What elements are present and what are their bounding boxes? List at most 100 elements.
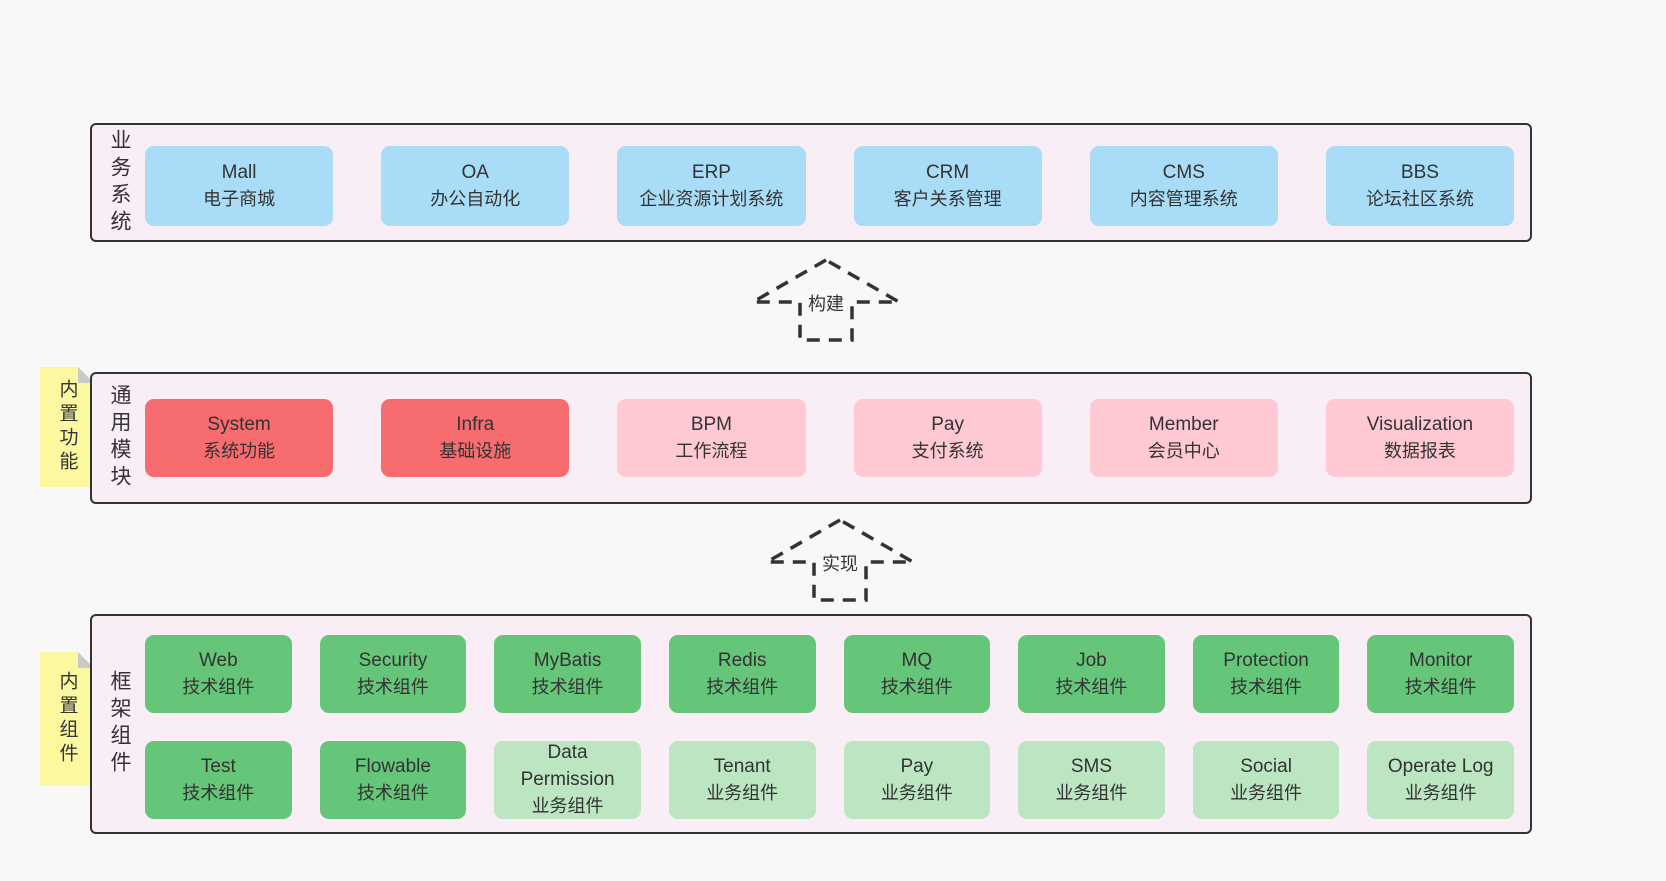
box-sms: SMS 业务组件: [1018, 741, 1165, 819]
box-subtitle: 会员中心: [1147, 440, 1220, 461]
box-subtitle: 业务组件: [1404, 782, 1477, 803]
box-subtitle: 技术组件: [706, 676, 779, 697]
box-title: CRM: [925, 161, 970, 183]
box-subtitle: 办公自动化: [430, 188, 521, 209]
box-subtitle: 工作流程: [675, 440, 748, 461]
block-arrow-up-icon: [760, 517, 920, 602]
box-title: Social: [1240, 755, 1292, 777]
box-title: Infra: [456, 413, 495, 435]
box-mq: MQ 技术组件: [843, 635, 991, 713]
box-subtitle: 业务组件: [531, 796, 604, 817]
box-subtitle: 系统功能: [203, 440, 276, 461]
box-subtitle: 电子商城: [203, 188, 276, 209]
sticky-note-builtin-components: 内置组件: [40, 652, 94, 786]
box-test: Test 技术组件: [145, 741, 292, 819]
box-title: Data Permission: [520, 742, 615, 791]
box-title: Protection: [1223, 649, 1309, 671]
box-row: Test 技术组件 Flowable 技术组件 Data Permission …: [145, 741, 1514, 819]
box-protection: Protection 技术组件: [1192, 635, 1340, 713]
layer-framework-components: 框架组件 Web 技术组件 Security 技术组件 MyBatis 技术组件…: [90, 614, 1532, 834]
box-data-permission: Data Permission 业务组件: [494, 741, 641, 819]
box-pay-component: Pay 业务组件: [843, 741, 991, 819]
box-flowable: Flowable 技术组件: [319, 741, 467, 819]
box-title: MyBatis: [533, 649, 602, 671]
box-subtitle: 内容管理系统: [1129, 188, 1238, 209]
box-row: Web 技术组件 Security 技术组件 MyBatis 技术组件 Redi…: [145, 635, 1514, 713]
layer-label: 框架组件: [108, 670, 131, 778]
box-subtitle: 业务组件: [1230, 782, 1303, 803]
box-title: MQ: [901, 649, 933, 671]
box-subtitle: 技术组件: [1230, 676, 1303, 697]
box-tenant: Tenant 业务组件: [668, 741, 816, 819]
box-title: BPM: [690, 413, 733, 435]
box-subtitle: 技术组件: [1404, 676, 1477, 697]
box-title: Web: [198, 649, 238, 671]
layer-business-systems: 业务系统 Mall 电子商城 OA 办公自动化 ERP 企业资源计划系统 CRM…: [90, 123, 1532, 242]
arrow-label: 构建: [805, 289, 847, 317]
box-infra: Infra 基础设施: [381, 399, 570, 477]
box-system: System 系统功能: [145, 399, 334, 477]
layer-label: 通用模块: [108, 384, 131, 492]
box-title: Redis: [717, 649, 767, 671]
box-row: Mall 电子商城 OA 办公自动化 ERP 企业资源计划系统 CRM 客户关系…: [145, 146, 1515, 226]
box-title: Test: [200, 755, 236, 777]
box-subtitle: 技术组件: [182, 782, 255, 803]
box-subtitle: 客户关系管理: [893, 188, 1002, 209]
box-title: Job: [1076, 649, 1107, 671]
box-subtitle: 企业资源计划系统: [639, 188, 784, 209]
arrow-implement: 实现: [755, 517, 925, 603]
box-subtitle: 业务组件: [880, 782, 953, 803]
box-subtitle: 技术组件: [356, 676, 429, 697]
box-job: Job 技术组件: [1018, 635, 1165, 713]
box-subtitle: 基础设施: [439, 440, 512, 461]
box-oa: OA 办公自动化: [381, 146, 570, 226]
arrow-label: 实现: [819, 549, 861, 577]
box-erp: ERP 企业资源计划系统: [617, 146, 806, 226]
box-mybatis: MyBatis 技术组件: [494, 635, 641, 713]
box-title: Flowable: [354, 755, 431, 777]
box-visualization: Visualization 数据报表: [1325, 399, 1515, 477]
box-subtitle: 技术组件: [531, 676, 604, 697]
sticky-note-text: 内置组件: [56, 671, 78, 767]
box-subtitle: 数据报表: [1383, 440, 1456, 461]
box-operate-log: Operate Log 业务组件: [1367, 741, 1514, 819]
box-subtitle: 论坛社区系统: [1365, 188, 1474, 209]
box-pay-system: Pay 支付系统: [853, 399, 1042, 477]
box-redis: Redis 技术组件: [668, 635, 816, 713]
box-title: Monitor: [1409, 649, 1473, 671]
box-title: Visualization: [1366, 413, 1474, 435]
box-subtitle: 技术组件: [356, 782, 429, 803]
sticky-note-builtin-features: 内置功能: [40, 367, 94, 487]
box-title: Pay: [900, 755, 934, 777]
box-bbs: BBS 论坛社区系统: [1325, 146, 1515, 226]
box-web: Web 技术组件: [145, 635, 292, 713]
box-subtitle: 技术组件: [1055, 676, 1128, 697]
block-arrow-up-icon: [746, 257, 906, 342]
layer-label: 业务系统: [108, 128, 131, 237]
box-subtitle: 业务组件: [1055, 782, 1128, 803]
box-subtitle: 技术组件: [880, 676, 953, 697]
box-subtitle: 业务组件: [706, 782, 779, 803]
arrow-build: 构建: [741, 257, 911, 343]
box-title: Pay: [931, 413, 964, 435]
box-crm: CRM 客户关系管理: [853, 146, 1042, 226]
box-cms: CMS 内容管理系统: [1089, 146, 1278, 226]
box-title: System: [207, 413, 271, 435]
box-title: BBS: [1400, 161, 1439, 183]
layer-common-modules: 通用模块 System 系统功能 Infra 基础设施 BPM 工作流程 Pay…: [90, 372, 1532, 504]
box-title: CMS: [1162, 161, 1205, 183]
box-title: Mall: [221, 161, 257, 183]
box-security: Security 技术组件: [319, 635, 467, 713]
box-subtitle: 支付系统: [911, 440, 984, 461]
box-title: ERP: [691, 161, 731, 183]
box-social: Social 业务组件: [1192, 741, 1340, 819]
sticky-note-text: 内置功能: [56, 379, 78, 475]
box-title: Tenant: [713, 755, 771, 777]
box-monitor: Monitor 技术组件: [1367, 635, 1514, 713]
box-title: Operate Log: [1387, 755, 1494, 777]
box-title: Security: [358, 649, 428, 671]
box-title: OA: [461, 161, 489, 183]
box-mall: Mall 电子商城: [145, 146, 334, 226]
box-member: Member 会员中心: [1089, 399, 1278, 477]
